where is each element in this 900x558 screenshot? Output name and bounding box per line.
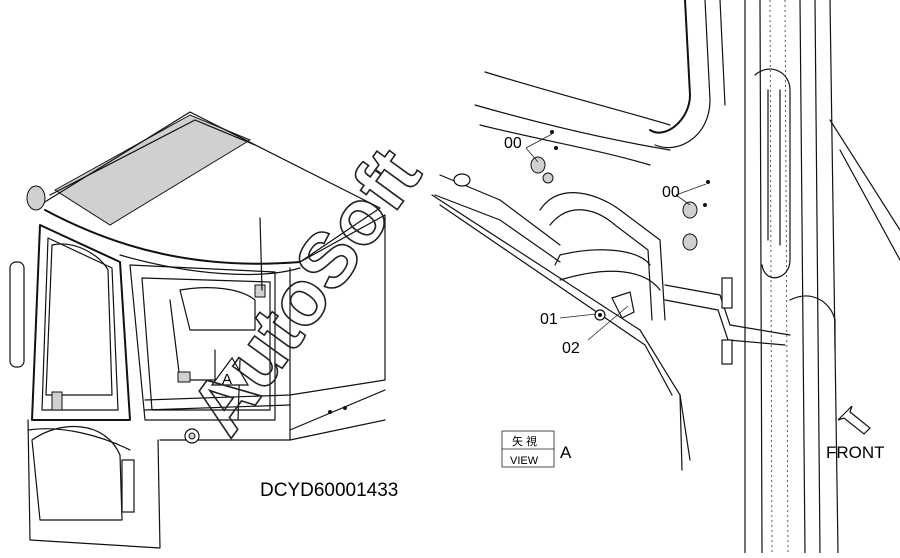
view-a-detail-drawing — [431, 0, 900, 554]
view-kanji: 矢 視 — [512, 434, 537, 448]
drawing-number: DCYD60001433 — [260, 480, 398, 501]
cab-overview-drawing — [9, 111, 386, 549]
callout-leaders — [525, 133, 707, 341]
watermark: AutoSoft — [173, 132, 438, 450]
view-marker-letter: A — [222, 371, 232, 388]
callout-00-right: 00 — [662, 184, 680, 201]
callout-02: 02 — [562, 340, 580, 357]
front-arrow-icon — [837, 405, 871, 435]
callout-00-upper: 00 — [504, 135, 522, 152]
view-letter: A — [560, 443, 572, 462]
callout-01: 01 — [540, 311, 558, 328]
front-label: FRONT — [826, 443, 885, 462]
view-label: VIEW — [510, 455, 539, 467]
view-a-label — [501, 430, 555, 468]
